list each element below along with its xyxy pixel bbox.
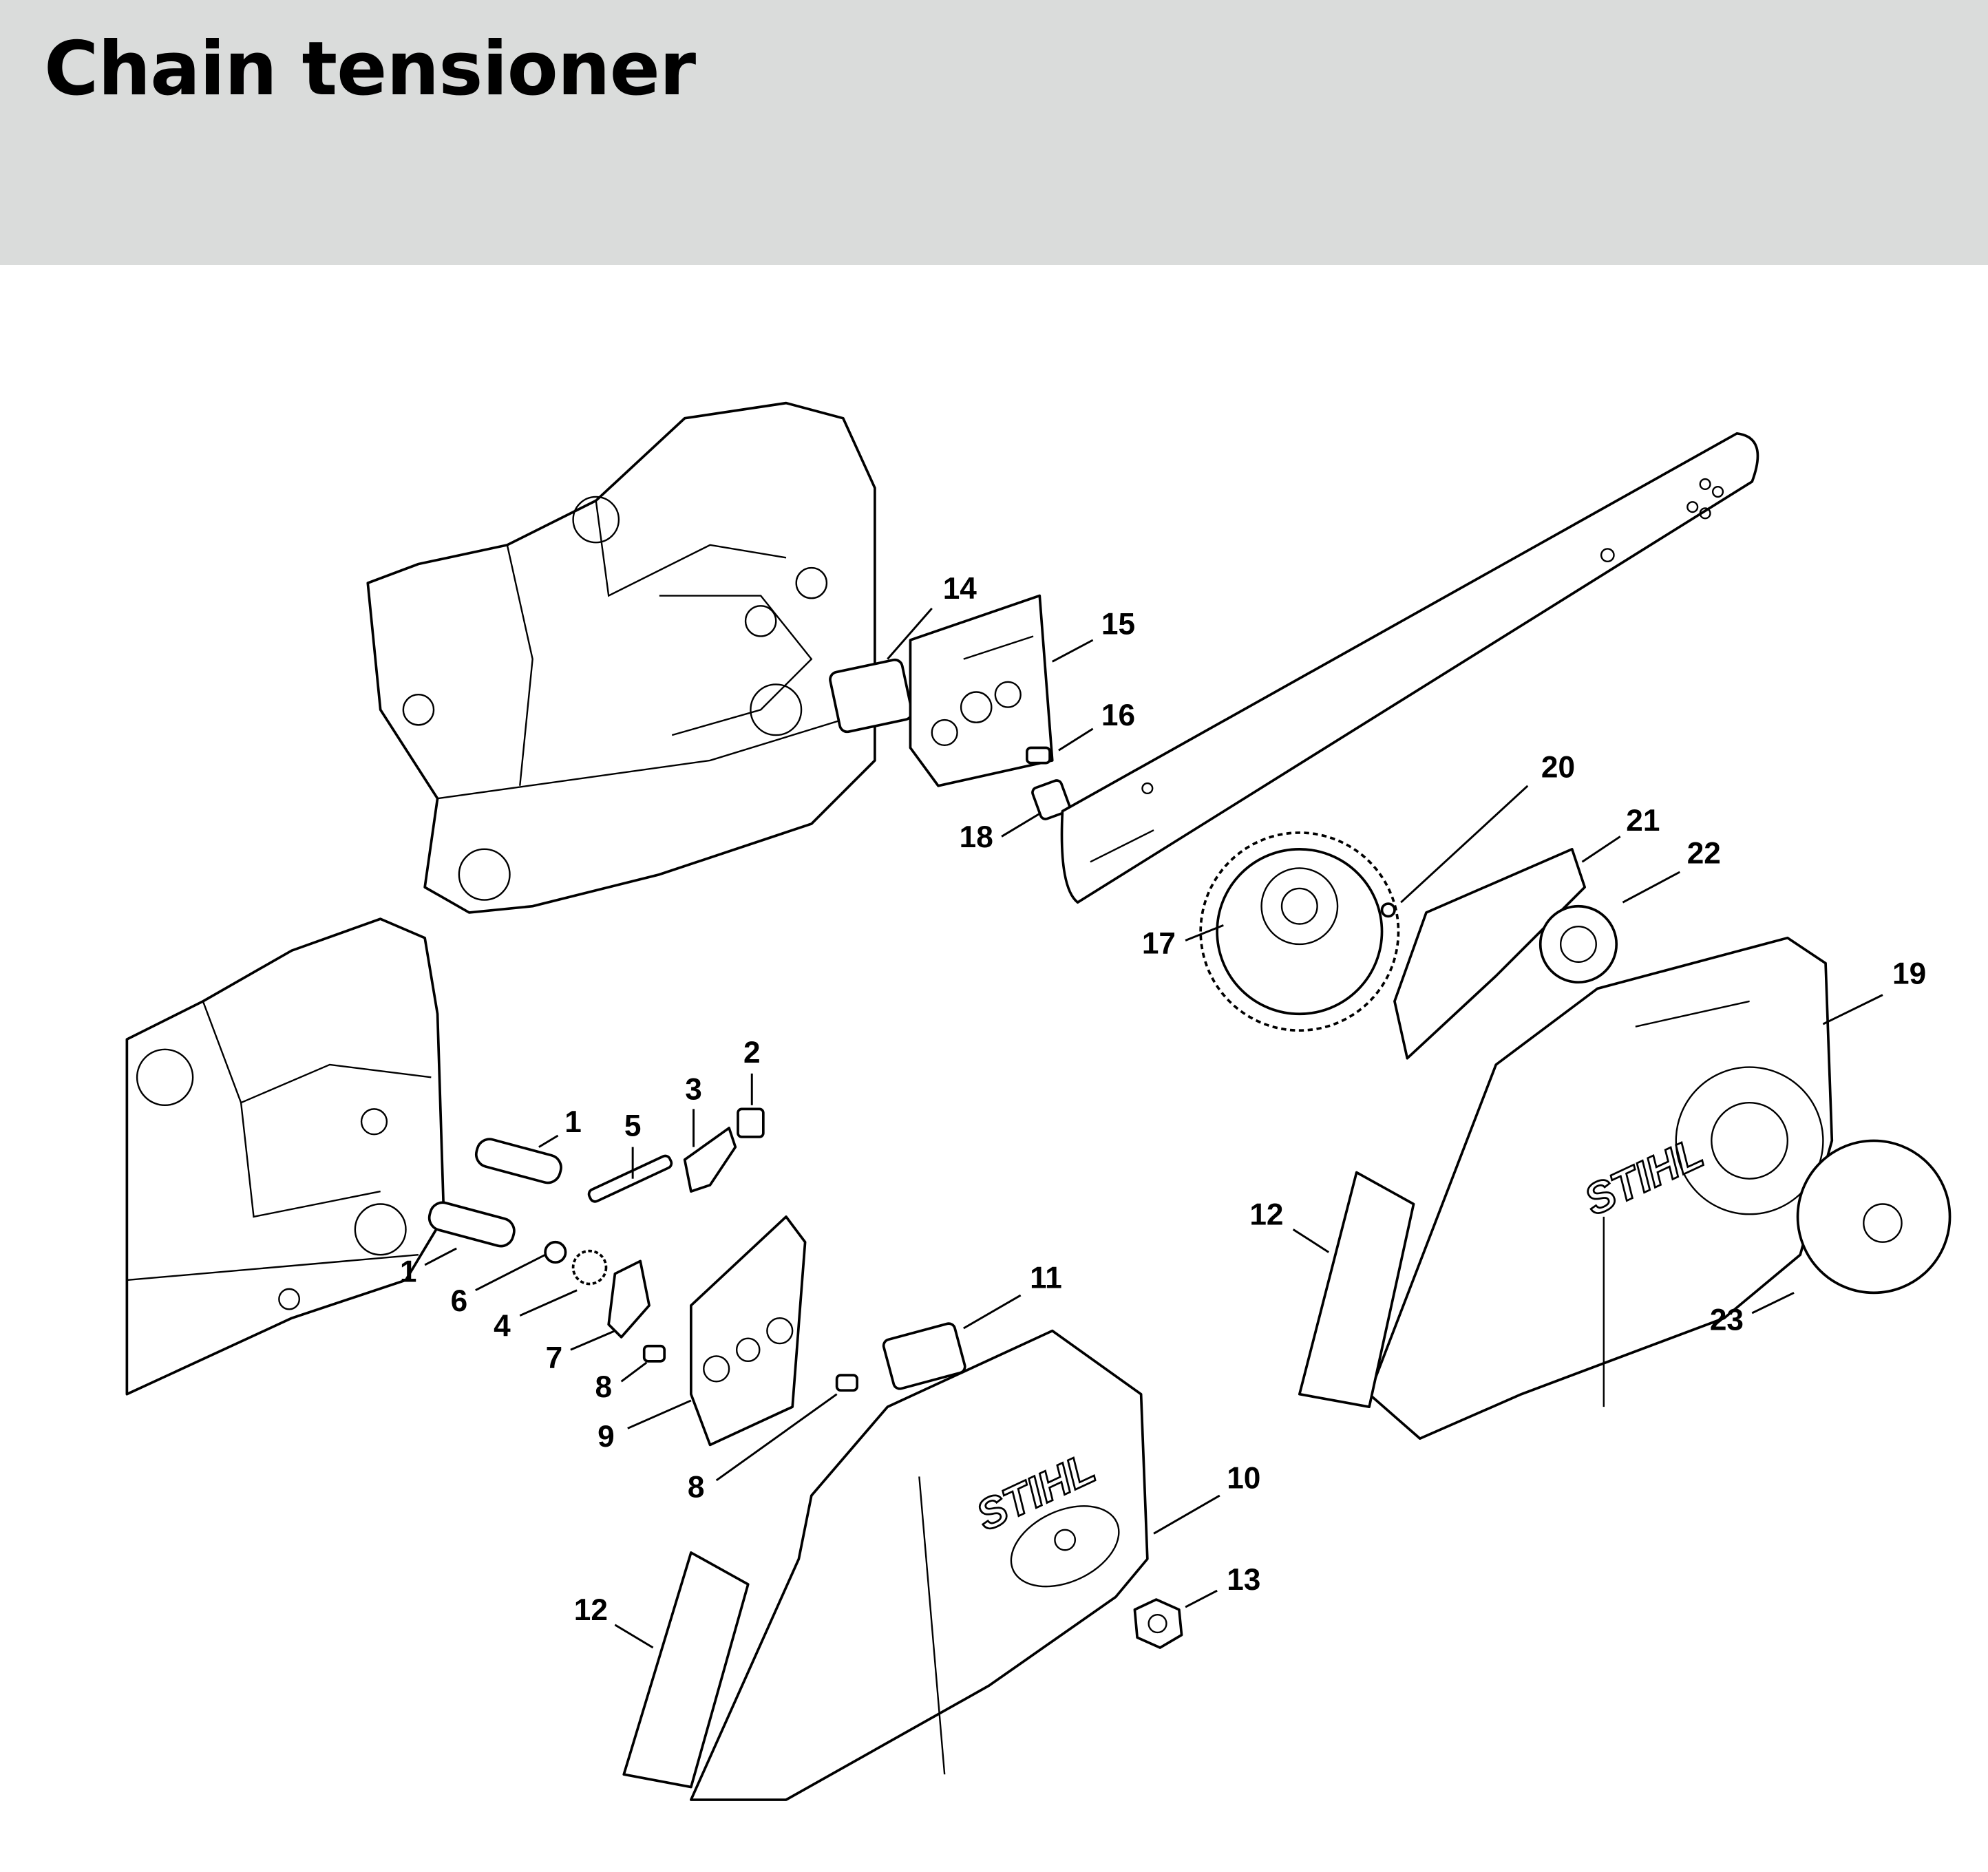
part-17-sprocket	[1199, 831, 1400, 1032]
part-20-screw	[1380, 902, 1396, 918]
callout-9[interactable]: 9	[598, 1420, 615, 1454]
engine-housing-lower	[125, 917, 445, 1396]
part-21-cover-plate	[1393, 848, 1587, 1060]
callout-15[interactable]: 15	[1101, 607, 1135, 641]
callout-13[interactable]: 13	[1227, 1563, 1260, 1597]
part-5-adjusting-screw	[587, 1154, 673, 1203]
callout-21[interactable]: 21	[1626, 804, 1660, 838]
callout-5[interactable]: 5	[624, 1109, 642, 1143]
part-19-sprocket-cover: STIHL	[1368, 936, 1834, 1440]
part-7-plate	[607, 1259, 651, 1339]
part-16-screw	[1026, 746, 1051, 765]
guide-bar	[1060, 432, 1759, 904]
callout-8-lower[interactable]: 8	[688, 1471, 705, 1504]
callout-14[interactable]: 14	[943, 572, 977, 606]
callout-10[interactable]: 10	[1227, 1462, 1260, 1496]
part-15-side-plate	[909, 594, 1054, 787]
part-9-side-plate	[690, 1215, 807, 1447]
part-6-washer	[544, 1240, 567, 1264]
part-13-nut	[1133, 1598, 1183, 1649]
callout-11[interactable]: 11	[1030, 1262, 1062, 1295]
callout-12-upper[interactable]: 12	[1249, 1198, 1283, 1232]
part-1-stud	[427, 1201, 516, 1248]
callout-16[interactable]: 16	[1101, 699, 1135, 732]
part-12-cover-strip-lower	[622, 1551, 750, 1789]
part-18-nut	[1031, 779, 1071, 820]
callout-12-lower[interactable]: 12	[574, 1593, 608, 1627]
page-title: Chain tensioner	[44, 26, 696, 112]
callout-1-lower[interactable]: 1	[400, 1255, 417, 1288]
part-8-screw	[642, 1344, 666, 1363]
callout-8-upper[interactable]: 8	[595, 1370, 613, 1404]
part-12-cover-strip-upper	[1298, 1171, 1415, 1408]
callout-leaders	[424, 607, 1883, 1649]
part-10-sprocket-cover: STIHL	[690, 1329, 1149, 1801]
part-22-knob	[1538, 904, 1618, 984]
part-4-gear	[571, 1249, 608, 1286]
part-1-stud	[474, 1138, 562, 1184]
part-3-tensioner-slide	[683, 1127, 737, 1193]
callout-6[interactable]: 6	[451, 1284, 468, 1318]
callout-20[interactable]: 20	[1541, 751, 1575, 785]
part-14-chain-catcher	[829, 658, 913, 734]
part-8-screw	[835, 1374, 858, 1392]
callout-18[interactable]: 18	[960, 820, 993, 854]
callout-23[interactable]: 23	[1710, 1303, 1744, 1337]
callout-7[interactable]: 7	[546, 1341, 563, 1375]
part-23-wheel	[1796, 1139, 1952, 1295]
part-2-clip	[737, 1107, 765, 1138]
callout-4[interactable]: 4	[494, 1310, 511, 1343]
callout-22[interactable]: 22	[1687, 837, 1721, 871]
header-bar: Chain tensioner	[0, 0, 1988, 265]
callout-17[interactable]: 17	[1142, 926, 1176, 960]
engine-housing-upper	[366, 401, 876, 914]
callout-2[interactable]: 2	[743, 1036, 761, 1070]
callout-19[interactable]: 19	[1892, 957, 1926, 991]
callout-3[interactable]: 3	[685, 1072, 702, 1106]
callout-1-upper[interactable]: 1	[564, 1105, 582, 1139]
part-11-chain-catcher	[882, 1322, 966, 1390]
